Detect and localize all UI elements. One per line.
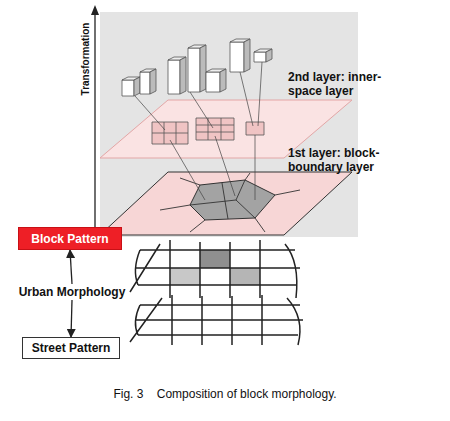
block-boundary-plane (100, 172, 352, 235)
inner-space-cell (246, 122, 264, 135)
layer-label: 1st layer: block-boundary layer (288, 146, 422, 174)
arrow-connector (71, 300, 72, 337)
block-pattern-network (130, 240, 300, 298)
building-side (134, 77, 140, 96)
building-side (220, 69, 226, 92)
building-face (206, 72, 220, 92)
block-fill (200, 250, 230, 268)
buildings (122, 39, 272, 96)
arrow-connector (70, 250, 72, 284)
background-plane (100, 12, 358, 237)
block-fill (170, 268, 200, 285)
building-face (230, 42, 244, 72)
pattern-box: Block Pattern (18, 227, 122, 250)
building-face (122, 80, 134, 96)
figure-caption: Fig. 3 Composition of block morphology. (0, 387, 450, 401)
node-text: Urban Morphology (19, 285, 126, 299)
street-pattern-network (130, 295, 303, 345)
category-label: Urban Morphology (12, 284, 132, 300)
axis-line (94, 12, 95, 240)
axis-label: Transformation (79, 13, 93, 105)
block-fill (230, 268, 260, 285)
building-side (244, 39, 250, 72)
pattern-box: Street Pattern (22, 337, 120, 359)
node-text: Street Pattern (32, 341, 111, 355)
axis-arrowhead (91, 5, 99, 15)
building-face (140, 72, 150, 94)
building-side (200, 45, 206, 92)
inner-space-grid (152, 122, 188, 144)
layer-label: 2nd layer: inner-space layer (288, 70, 406, 98)
building-side (150, 69, 156, 94)
building-side (266, 49, 272, 62)
building-face (254, 52, 266, 62)
building-face (188, 48, 200, 92)
building-side (180, 57, 186, 94)
node-text: Block Pattern (31, 232, 108, 246)
building-face (168, 60, 180, 94)
